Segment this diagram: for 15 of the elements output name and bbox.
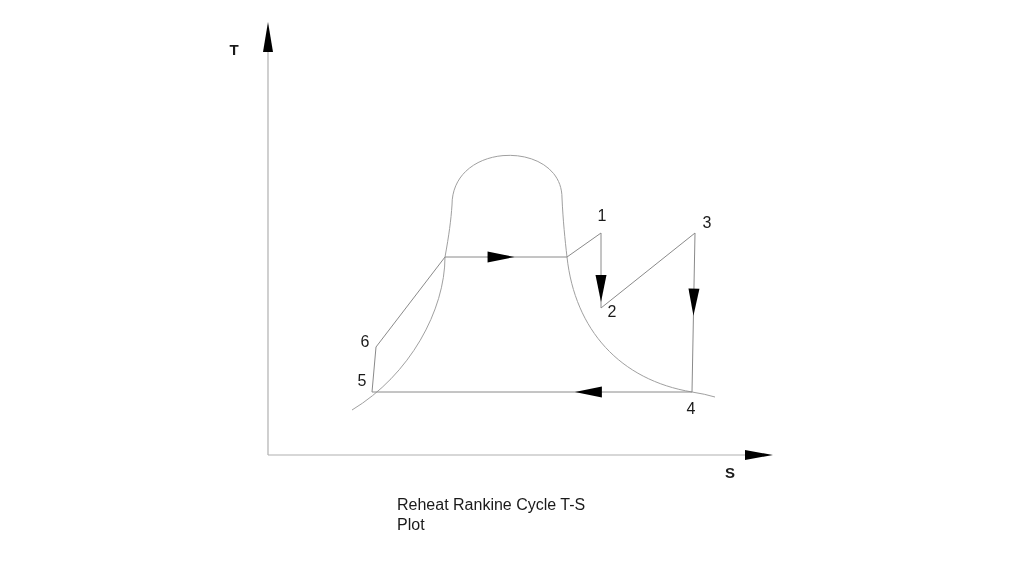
state-point-number: 3 [702,215,712,231]
state-point-number: 2 [607,304,617,320]
state-point-number: 6 [360,334,370,350]
axis-label: T [229,42,239,58]
arrow [688,232,700,393]
caption: Reheat Rankine Cycle T-S Plot [397,495,587,535]
arrow [371,386,693,398]
connector-line [371,346,377,393]
axis-label: S [725,465,735,481]
state-point-number: 1 [597,208,607,224]
arrow [595,232,607,309]
connector-line [600,232,696,309]
state-point-number: 4 [686,401,696,417]
arrow [375,232,602,348]
state-point-number: 5 [357,373,367,389]
